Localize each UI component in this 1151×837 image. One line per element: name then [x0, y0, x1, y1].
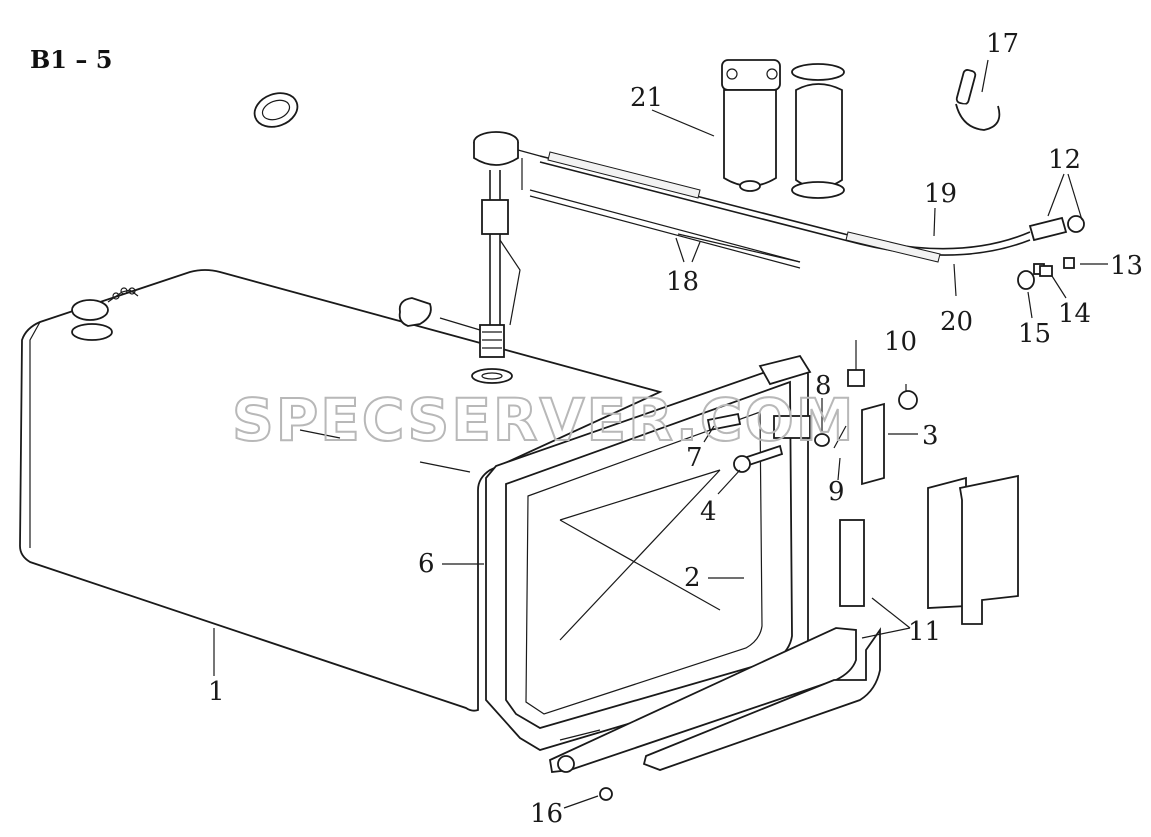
callout-3: 3 [922, 421, 939, 451]
callout-7: 7 [686, 443, 703, 473]
diagram-title: B1 – 5 [30, 45, 112, 74]
pipe-fittings [1017, 215, 1085, 290]
callout-4: 4 [700, 497, 717, 527]
callout-9: 9 [828, 477, 845, 507]
callout-15: 15 [1018, 319, 1051, 349]
fuel-filter [721, 59, 845, 199]
watermark: SPECSERVER.COM [232, 386, 855, 454]
fuel-level-sender [398, 131, 541, 358]
fuel-lines [521, 151, 1031, 269]
callout-17: 17 [986, 29, 1019, 59]
callout-19: 19 [924, 179, 957, 209]
tank-frame-strap [485, 354, 881, 773]
callout-18: 18 [666, 267, 699, 297]
callout-1: 1 [208, 677, 225, 707]
callout-8: 8 [815, 371, 832, 401]
callout-14: 14 [1058, 299, 1091, 329]
callout-labels: 21 17 12 19 18 13 20 14 15 10 8 3 7 9 4 … [208, 29, 1143, 829]
callout-10: 10 [884, 327, 917, 357]
step-panel [927, 474, 1019, 625]
callout-13: 13 [1110, 251, 1143, 281]
mounting-hardware [706, 340, 918, 486]
hose-clamp [253, 69, 1001, 131]
callout-2: 2 [684, 563, 701, 593]
sender-gasket [471, 368, 513, 384]
callout-20: 20 [940, 307, 973, 337]
fuel-tank [19, 269, 663, 712]
callout-11: 11 [908, 617, 941, 647]
filler-cap [71, 287, 139, 341]
callout-12: 12 [1048, 145, 1081, 175]
callout-16: 16 [530, 799, 563, 829]
leader-lines [213, 59, 1108, 809]
callout-6: 6 [418, 549, 435, 579]
callout-21: 21 [630, 83, 663, 113]
